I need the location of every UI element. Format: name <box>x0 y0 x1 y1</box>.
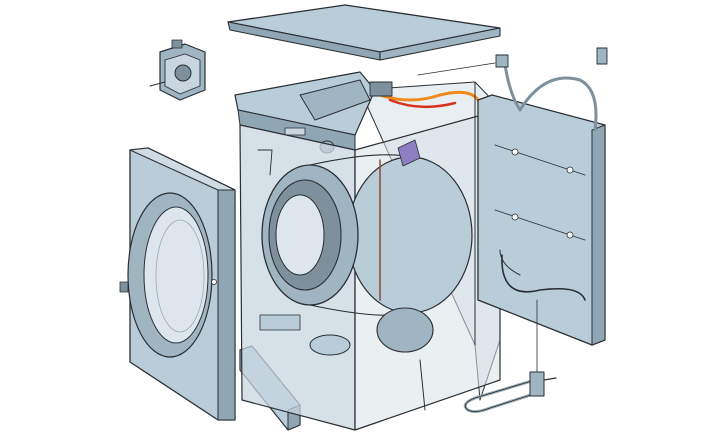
front-panel <box>119 147 236 421</box>
control-module <box>149 39 206 101</box>
heating-element <box>463 299 557 414</box>
side-panel <box>477 94 606 346</box>
top-lid <box>227 4 501 61</box>
hoses <box>417 47 608 301</box>
cabinet <box>234 71 501 431</box>
